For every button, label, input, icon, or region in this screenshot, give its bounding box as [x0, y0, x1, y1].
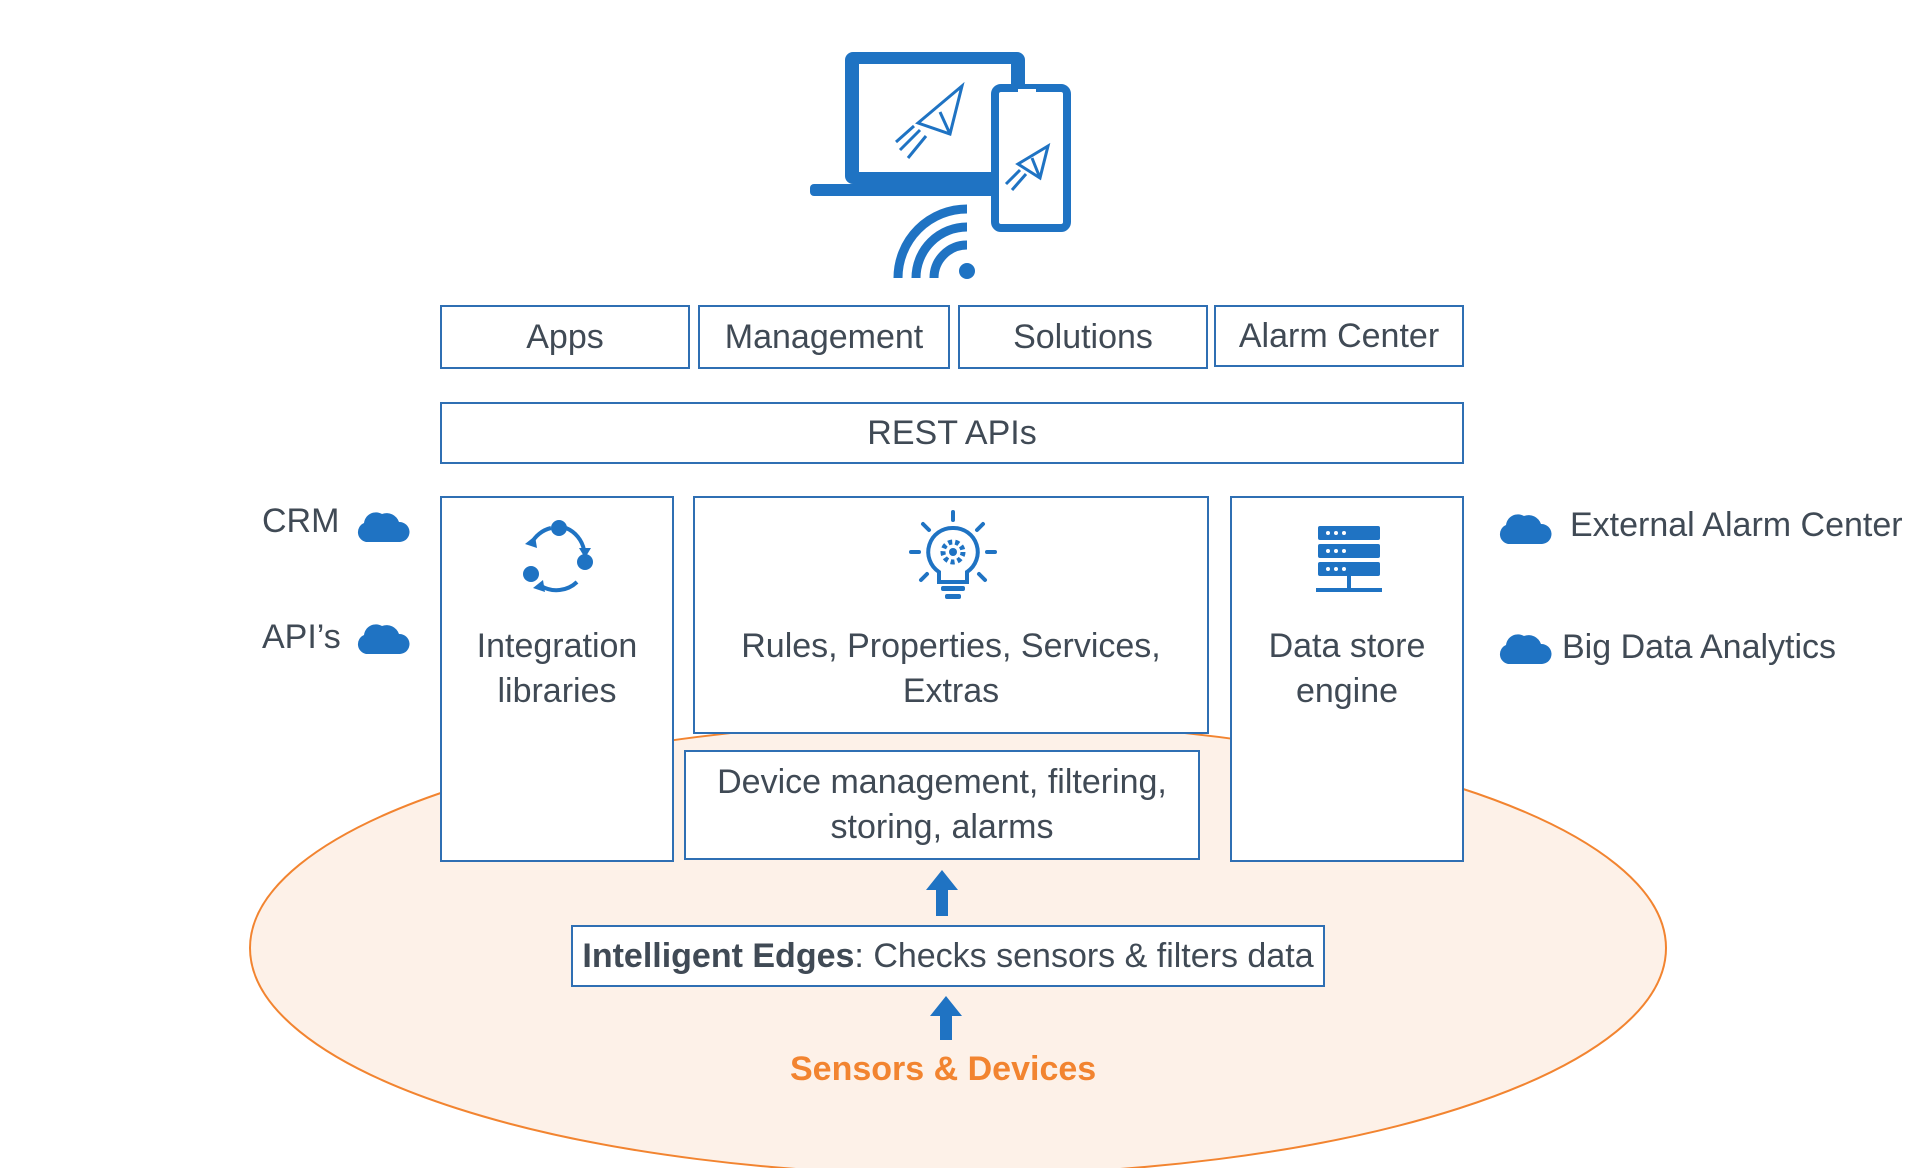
apis-label: API’s — [262, 618, 341, 656]
crm-label: CRM — [262, 502, 340, 540]
cloud-icon — [357, 624, 410, 654]
up-arrow-icon — [926, 870, 958, 916]
data-store-box: Data store engine — [1230, 496, 1464, 862]
device-mgmt-line1: Device management, filtering, — [717, 763, 1167, 801]
device-management-box: Device management, filtering, storing, a… — [684, 750, 1200, 860]
device-mgmt-line2: storing, alarms — [830, 808, 1054, 846]
management-box: Management — [698, 305, 950, 369]
rest-apis-label: REST APIs — [867, 413, 1037, 452]
rules-line2: Extras — [902, 672, 1000, 710]
big-data-analytics-label: Big Data Analytics — [1562, 628, 1837, 666]
datastore-line2: engine — [1295, 672, 1399, 710]
up-arrow-icon — [930, 996, 962, 1040]
sensors-devices-label: Sensors & Devices — [790, 1050, 1097, 1088]
datastore-line1: Data store — [1268, 627, 1426, 665]
rules-box: Rules, Properties, Services, Extras — [693, 496, 1209, 734]
integration-line2: libraries — [497, 672, 617, 710]
rules-line1: Rules, Properties, Services, — [741, 627, 1161, 665]
server-icon — [1316, 526, 1382, 592]
apps-box: Apps — [440, 305, 690, 369]
devices-illustration-icon — [810, 52, 1071, 279]
external-alarm-center-label: External Alarm Center — [1570, 506, 1903, 544]
apps-label: Apps — [526, 317, 604, 356]
cloud-icon — [357, 512, 410, 542]
cloud-icon — [1499, 514, 1552, 544]
intelligent-edges-box: Intelligent Edges: Checks sensors & filt… — [571, 925, 1325, 987]
solutions-box: Solutions — [958, 305, 1208, 369]
intelligent-edges-text: : Checks sensors & filters data — [854, 936, 1314, 975]
intelligent-edges-bold: Intelligent Edges — [582, 936, 855, 975]
cycle-icon — [523, 520, 593, 593]
lightbulb-gear-icon — [909, 510, 997, 599]
solutions-label: Solutions — [1013, 317, 1153, 356]
alarm-center-box: Alarm Center — [1214, 305, 1464, 367]
alarm-center-label: Alarm Center — [1238, 316, 1440, 355]
integration-line1: Integration — [476, 627, 638, 665]
management-label: Management — [724, 317, 924, 356]
integration-libraries-box: Integration libraries — [440, 496, 674, 862]
cloud-icon — [1499, 634, 1552, 664]
rest-apis-box: REST APIs — [440, 402, 1464, 464]
